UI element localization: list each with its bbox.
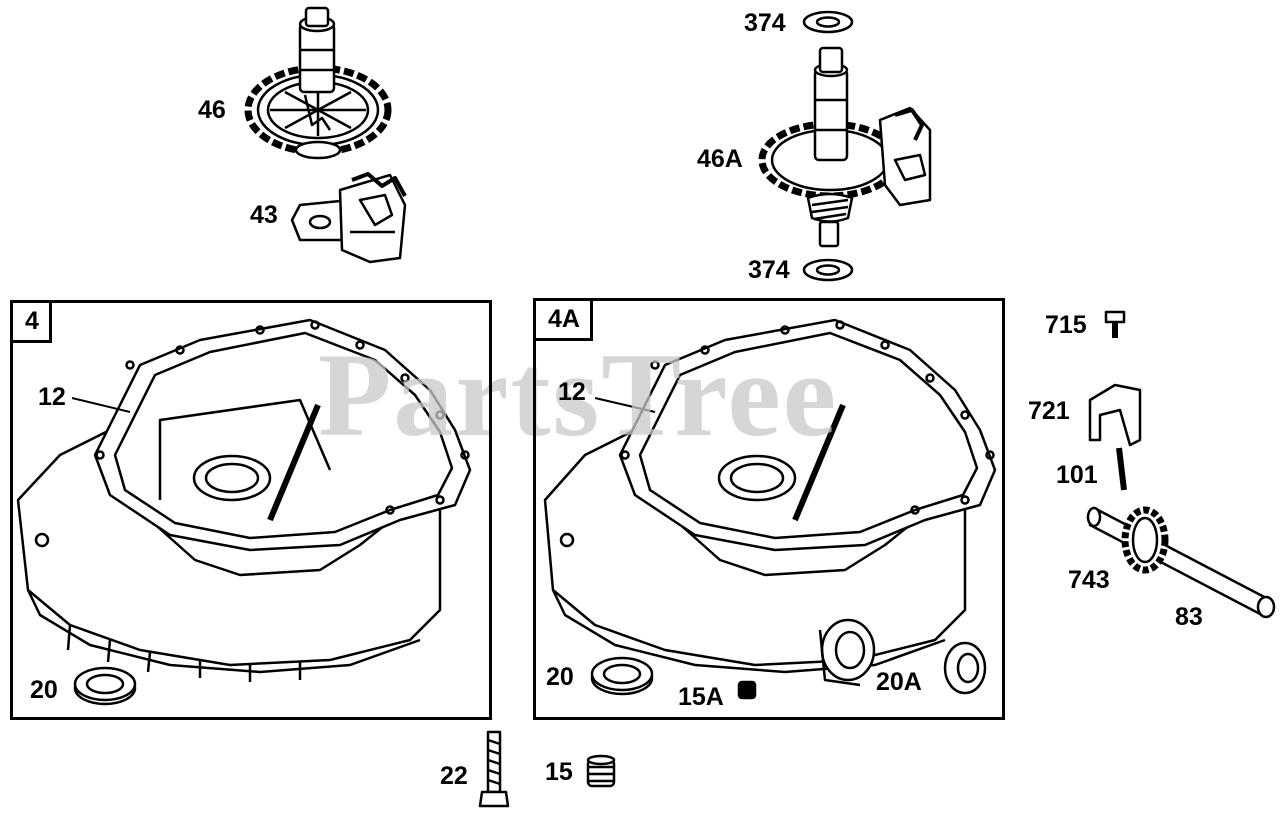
callout-374-top[interactable]: 374 <box>744 9 786 37</box>
screw-715[interactable] <box>1104 310 1126 338</box>
callout-46A[interactable]: 46A <box>697 145 743 173</box>
watermark: PartsTree <box>318 328 838 461</box>
governor-shaft-83[interactable] <box>1086 506 1276 619</box>
callout-12-right[interactable]: 12 <box>558 378 586 406</box>
callout-20-left[interactable]: 20 <box>30 676 58 704</box>
washer-374-top[interactable] <box>802 10 854 34</box>
pin-101[interactable] <box>1116 447 1127 491</box>
callout-743[interactable]: 743 <box>1068 566 1110 594</box>
camshaft-gear-46[interactable] <box>244 6 392 160</box>
governor-gear-743[interactable] <box>1121 506 1169 574</box>
sump-4[interactable] <box>16 318 472 682</box>
callout-46[interactable]: 46 <box>198 96 226 124</box>
callout-20A[interactable]: 20A <box>876 668 922 696</box>
group-tag-4A: 4A <box>536 301 593 341</box>
callout-12-left[interactable]: 12 <box>38 383 66 411</box>
callout-721[interactable]: 721 <box>1028 397 1070 425</box>
camshaft-gear-46A[interactable] <box>758 46 932 248</box>
group-box-4A: 4A <box>533 298 1005 720</box>
oil-seal-20-left[interactable] <box>73 666 137 706</box>
callout-15[interactable]: 15 <box>545 758 573 786</box>
sump-4A[interactable] <box>543 318 997 687</box>
callout-715[interactable]: 715 <box>1045 311 1087 339</box>
group-box-4: 4 <box>10 300 492 720</box>
callout-374-bottom[interactable]: 374 <box>748 256 790 284</box>
group-tag-4: 4 <box>13 303 52 343</box>
callout-15A[interactable]: 15A <box>678 683 724 711</box>
callout-43[interactable]: 43 <box>250 201 278 229</box>
oil-seal-20-right[interactable] <box>590 656 654 696</box>
plug-15[interactable] <box>586 754 616 788</box>
callout-22[interactable]: 22 <box>440 762 468 790</box>
callout-20-right[interactable]: 20 <box>546 663 574 691</box>
washer-374-bottom[interactable] <box>802 258 854 282</box>
bracket-721[interactable] <box>1088 383 1142 447</box>
plug-15A[interactable] <box>737 680 757 700</box>
callout-101[interactable]: 101 <box>1056 461 1098 489</box>
callout-83[interactable]: 83 <box>1175 603 1203 631</box>
bolt-22[interactable] <box>478 730 510 808</box>
compression-release-43[interactable] <box>290 172 407 264</box>
oil-seal-20A[interactable] <box>943 641 987 695</box>
